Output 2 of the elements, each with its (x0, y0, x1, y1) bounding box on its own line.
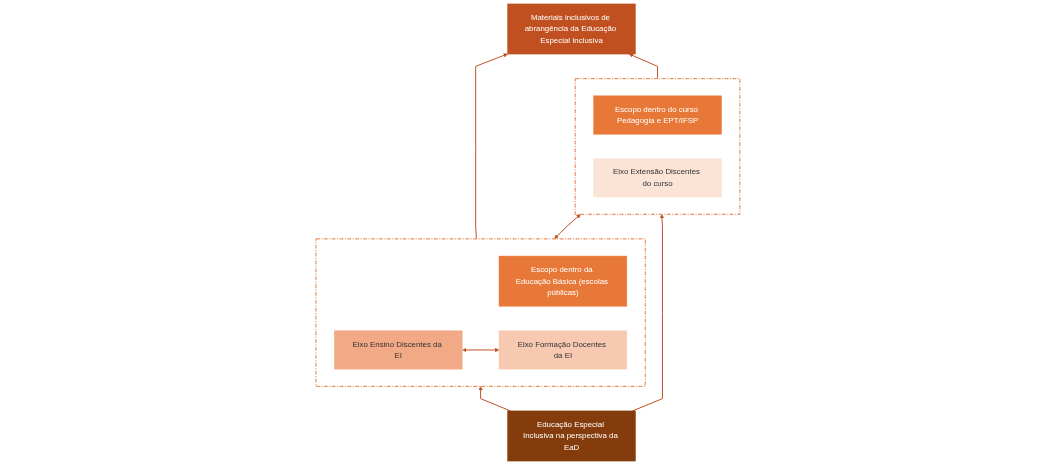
cluster (315, 238, 646, 387)
cluster (574, 78, 740, 215)
